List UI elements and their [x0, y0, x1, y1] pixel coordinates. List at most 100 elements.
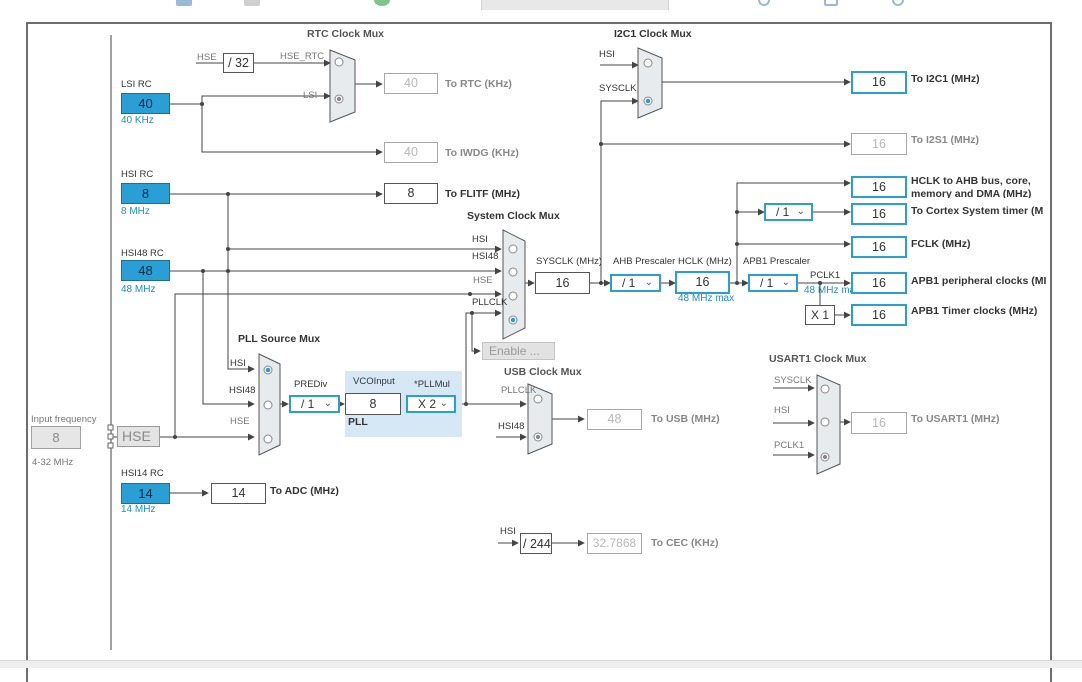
- lsi-freq: 40 KHz: [121, 115, 154, 127]
- flitf-output-label: To FLITF (MHz): [445, 188, 520, 200]
- pll-src-hsi48: HSI48: [229, 385, 255, 397]
- sysclk-label: SYSCLK (MHz): [536, 256, 602, 268]
- pll-name: PLL: [348, 416, 368, 428]
- apb1-prescaler-label: APB1 Prescaler: [743, 256, 810, 268]
- cortex-timer-output-value[interactable]: 16: [851, 203, 907, 225]
- hclk-ahb-output-value[interactable]: 16: [851, 176, 907, 198]
- usart1-output-label: To USART1 (MHz): [911, 413, 999, 425]
- pllmul-label: *PLLMul: [414, 379, 450, 391]
- cortex-timer-output-label: To Cortex System timer (M: [911, 205, 1043, 217]
- chevron-down-icon: ⌄: [440, 397, 448, 411]
- sys-input-pllclk: PLLCLK: [472, 297, 507, 309]
- apb1-prescaler-select[interactable]: / 1 ⌄: [748, 274, 798, 292]
- hsi48-label: HSI48 RC: [121, 248, 164, 260]
- usart1-output-value: 16: [851, 412, 907, 434]
- hsi48-value[interactable]: 48: [121, 260, 170, 281]
- iwdg-output-label: To IWDG (KHz): [445, 147, 519, 159]
- chevron-down-icon: ⌄: [797, 205, 805, 219]
- rtc-output-label: To RTC (KHz): [445, 78, 512, 90]
- lsi-value[interactable]: 40: [121, 93, 170, 114]
- system-clock-mux-title: System Clock Mux: [467, 210, 560, 222]
- vco-input-value: 8: [345, 393, 401, 415]
- rtc-output-value: 40: [384, 73, 438, 94]
- input-frequency-range: 4-32 MHz: [32, 457, 73, 469]
- hclk-value[interactable]: 16: [675, 271, 730, 294]
- cec-output-value: 32.7868: [587, 533, 642, 554]
- input-frequency-value[interactable]: 8: [31, 426, 81, 449]
- sys-input-hsi48: HSI48: [472, 251, 498, 263]
- chevron-down-icon: ⌄: [324, 397, 332, 411]
- i2c1-clock-mux-title: I2C1 Clock Mux: [614, 28, 692, 40]
- apb1-timer-output-label: APB1 Timer clocks (MHz): [911, 305, 1037, 317]
- hsi-value[interactable]: 8: [121, 183, 170, 204]
- usart1-input-hsi: HSI: [774, 405, 790, 417]
- sys-input-hsi: HSI: [472, 234, 488, 246]
- i2c1-output-label: To I2C1 (MHz): [911, 73, 980, 85]
- chevron-down-icon: ⌄: [645, 276, 653, 290]
- prediv-label: PREDiv: [294, 379, 327, 391]
- usart1-input-pclk1: PCLK1: [774, 440, 804, 452]
- usb-clock-mux-title: USB Clock Mux: [504, 366, 582, 378]
- hsi14-label: HSI14 RC: [121, 468, 164, 480]
- pclk1-label: PCLK1: [810, 270, 840, 282]
- hclk-ahb-output-label: HCLK to AHB bus, core,: [911, 175, 1031, 187]
- cortex-timer-divider-value: / 1: [776, 205, 789, 219]
- adc-output-value: 14: [211, 483, 266, 504]
- ahb-prescaler-value: / 1: [622, 276, 635, 290]
- prediv-select[interactable]: / 1 ⌄: [289, 395, 340, 413]
- apb1-peripheral-output-label-wrap: APB1 peripheral clocks (MI: [911, 275, 1056, 289]
- usb-output-label: To USB (MHz): [651, 413, 720, 425]
- i2s1-output-value: 16: [851, 133, 907, 155]
- cortex-timer-divider-select[interactable]: / 1 ⌄: [764, 203, 813, 221]
- apb1-peripheral-output-value[interactable]: 16: [851, 272, 907, 294]
- rtc-clock-mux-title: RTC Clock Mux: [307, 28, 384, 40]
- cec-output-label: To CEC (KHz): [651, 537, 718, 549]
- apb1-peripheral-output-label: APB1 peripheral clocks (MI: [911, 275, 1046, 287]
- iwdg-output-value: 40: [384, 142, 438, 163]
- hsi48-freq: 48 MHz: [121, 284, 155, 296]
- hse-rtc-divider[interactable]: / 32: [223, 53, 254, 73]
- pllmul-value: X 2: [418, 397, 436, 411]
- pll-src-hsi: HSI: [230, 358, 246, 370]
- cec-divider: / 244: [523, 537, 551, 551]
- i2c1-input-hsi: HSI: [599, 49, 615, 61]
- pll-src-hse: HSE: [230, 416, 250, 428]
- ahb-prescaler-select[interactable]: / 1 ⌄: [610, 274, 661, 292]
- fclk-output-label: FCLK (MHz): [911, 238, 970, 250]
- hsi14-freq: 14 MHz: [121, 504, 155, 516]
- apb1-timer-output-value[interactable]: 16: [851, 304, 907, 326]
- ahb-prescaler-label: AHB Prescaler: [613, 256, 675, 268]
- apb1-timer-multiplier: X 1: [805, 305, 835, 325]
- hse-rtc-label: HSE_RTC: [280, 51, 324, 63]
- sys-input-hse: HSE: [473, 275, 493, 287]
- chevron-down-icon: ⌄: [782, 276, 790, 290]
- pllmul-select[interactable]: X 2 ⌄: [406, 395, 456, 413]
- rtc-hse-label: HSE: [197, 52, 217, 64]
- usb-input-pllclk: PLLCLK: [501, 385, 536, 397]
- apb1-prescaler-value: / 1: [760, 276, 773, 290]
- prediv-value: / 1: [301, 397, 314, 411]
- rtc-lsi-label: LSI: [303, 90, 317, 102]
- usb-input-hsi48: HSI48: [498, 421, 524, 433]
- cortex-timer-output-label-wrap: To Cortex System timer (M: [911, 205, 1056, 219]
- i2c1-output-value[interactable]: 16: [851, 71, 907, 94]
- lsi-label: LSI RC: [121, 79, 152, 91]
- fclk-output-value[interactable]: 16: [851, 236, 907, 258]
- hclk-label: HCLK (MHz): [678, 256, 732, 268]
- pll-source-mux-title: PLL Source Mux: [238, 333, 320, 345]
- i2c1-input-sysclk: SYSCLK: [599, 83, 637, 95]
- input-frequency-label: Input frequency: [31, 414, 97, 426]
- usart1-clock-mux-title: USART1 Clock Mux: [769, 353, 866, 365]
- i2s1-output-label: To I2S1 (MHz): [911, 134, 979, 146]
- hclk-max: 48 MHz max: [678, 293, 734, 305]
- enable-css-button[interactable]: Enable ...: [482, 342, 555, 360]
- hsi-freq: 8 MHz: [121, 206, 150, 218]
- hclk-ahb-output-label-2: memory and DMA (MHz): [911, 188, 1031, 198]
- usb-output-value: 48: [587, 409, 642, 430]
- cec-divider-wrap: / 244: [520, 533, 552, 554]
- cec-input-hsi: HSI: [500, 526, 516, 538]
- sysclk-value: 16: [535, 272, 590, 294]
- hsi14-value[interactable]: 14: [121, 483, 170, 504]
- hse-oscillator[interactable]: HSE: [117, 426, 160, 447]
- vco-input-label: VCOInput: [353, 376, 395, 388]
